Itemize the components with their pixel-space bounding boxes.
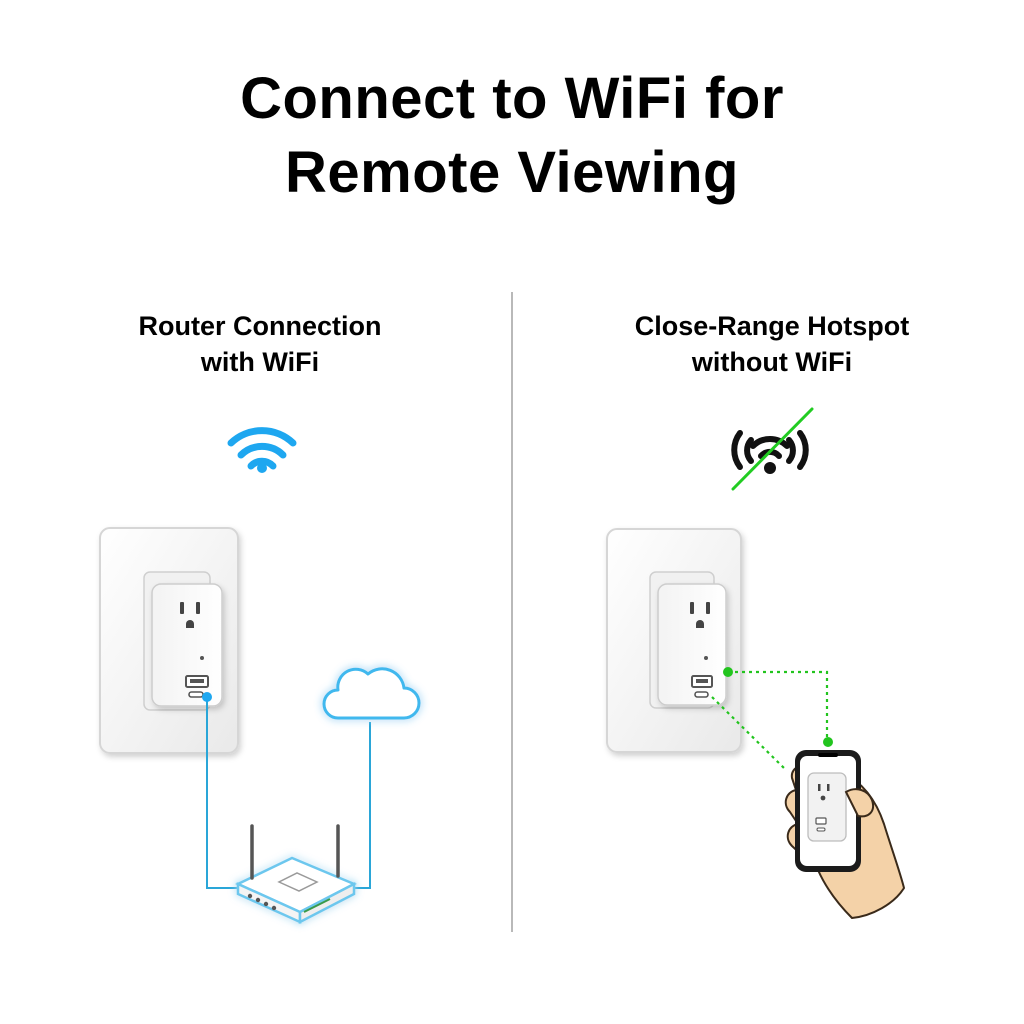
left-heading-line-2: with WiFi — [200, 347, 320, 377]
no-wifi-icon — [731, 407, 814, 491]
page-title: Connect to WiFi for Remote Viewing — [0, 62, 1024, 210]
smart-plug-right — [657, 583, 727, 706]
strike-line — [731, 407, 814, 491]
hotspot-dot-plug — [723, 667, 733, 677]
wall-outlet-left — [99, 527, 239, 754]
right-heading-line-2: without WiFi — [691, 347, 853, 377]
column-divider — [511, 292, 513, 932]
left-heading-line-1: Router Connection — [138, 311, 382, 341]
router-icon — [235, 824, 357, 925]
phone-icon — [795, 750, 861, 872]
plug-port-dot-left — [202, 692, 212, 702]
wall-outlet-right — [606, 528, 742, 753]
wifi-icon — [227, 427, 297, 473]
right-heading-line-1: Close-Range Hotspot — [634, 311, 910, 341]
title-line-1: Connect to WiFi for — [240, 66, 784, 131]
cloud-icon — [322, 667, 421, 720]
hotspot-link-lines — [711, 670, 829, 771]
hotspot-heading: Close-Range Hotspot without WiFi — [562, 308, 982, 380]
router-connection-heading: Router Connection with WiFi — [50, 308, 470, 380]
smart-plug-left — [151, 583, 223, 707]
title-line-2: Remote Viewing — [285, 140, 739, 205]
hotspot-dot-phone — [823, 737, 833, 747]
thumb-icon — [844, 788, 874, 818]
hand-holding-phone — [784, 750, 905, 919]
